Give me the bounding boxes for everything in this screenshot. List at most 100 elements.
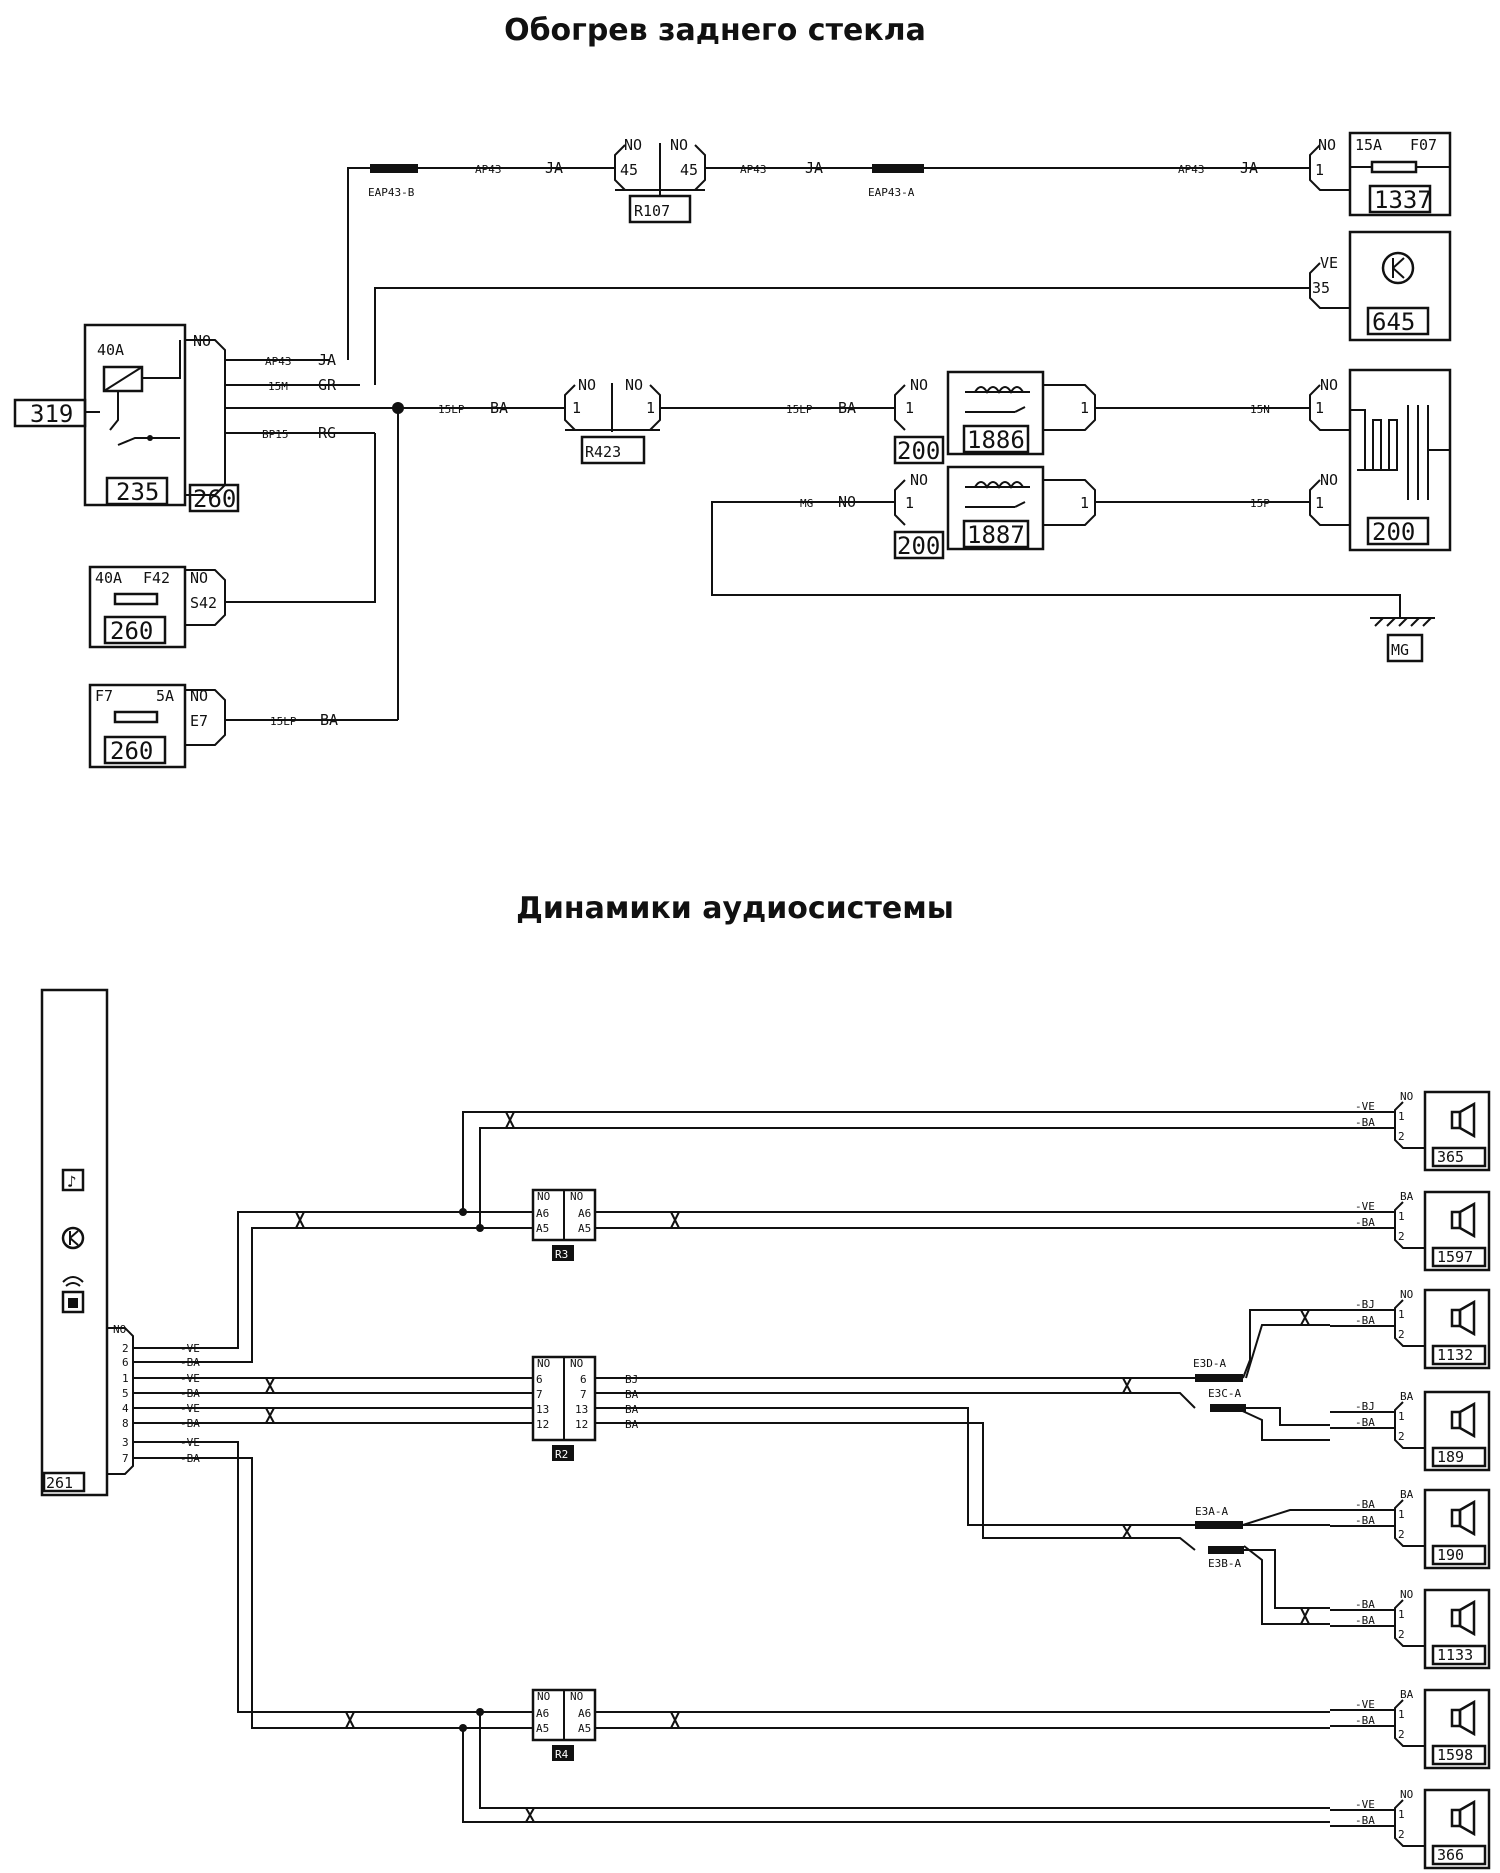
relay-1887: NO 1 1887 1 200 (893, 465, 1096, 560)
svg-text:MG: MG (800, 497, 813, 510)
speaker-tag: BA (1400, 1190, 1414, 1203)
connector-r107: NO NO 45 45 R107 (614, 136, 706, 224)
splice-eap43-b (370, 164, 418, 173)
svg-text:1: 1 (1398, 1808, 1405, 1821)
svg-text:13: 13 (575, 1403, 588, 1416)
label-261: 261 (46, 1474, 73, 1492)
svg-text:NO: NO (625, 376, 643, 394)
svg-text:2: 2 (1398, 1430, 1405, 1443)
twisted-pair-marker (1300, 1607, 1310, 1625)
wire-15m: 15M (268, 380, 288, 393)
svg-text:NO: NO (190, 687, 208, 705)
speaker-wire-1: -BA (1355, 1598, 1375, 1611)
label-1887: 1887 (967, 521, 1025, 549)
speaker-label: 190 (1437, 1546, 1464, 1564)
speaker-label: 189 (1437, 1448, 1464, 1466)
svg-text:A6: A6 (578, 1707, 591, 1720)
speaker-icon (1450, 1599, 1476, 1637)
speaker-wire-2: -BA (1355, 1514, 1375, 1527)
speaker-icon (1450, 1101, 1476, 1139)
fuse-box-1337: NO 1 15A F07 1337 (1309, 131, 1452, 217)
svg-text:1: 1 (905, 399, 914, 417)
wire-ap43-260: AP43 (265, 355, 292, 368)
connector-r2: NO NO 6 7 13 12 6 7 13 12 R2 (531, 1355, 597, 1461)
svg-text:NO: NO (624, 136, 642, 154)
svg-text:NO: NO (570, 1190, 583, 1203)
speaker-icon (1450, 1699, 1476, 1737)
heating-title: Обогрев заднего стекла (504, 13, 926, 48)
svg-text:NO: NO (570, 1357, 583, 1370)
speaker-tag: NO (1400, 1090, 1413, 1103)
head-pin-6: 6 (122, 1356, 129, 1369)
speaker-icon (1450, 1799, 1476, 1837)
svg-text:2: 2 (1398, 1628, 1405, 1641)
svg-text:5A: 5A (156, 687, 174, 705)
twisted-pair-marker (1300, 1309, 1310, 1326)
svg-text:12: 12 (536, 1418, 549, 1431)
svg-text:1: 1 (905, 494, 914, 512)
svg-text:15A: 15A (1355, 136, 1382, 154)
svg-text:AP43: AP43 (740, 163, 767, 176)
svg-text:1: 1 (1398, 1608, 1405, 1621)
svg-text:2: 2 (1398, 1130, 1405, 1143)
speaker-wire-2: -BA (1355, 1216, 1375, 1229)
head-pin-8: 8 (122, 1417, 129, 1430)
speaker-wire-1: -VE (1355, 1798, 1375, 1811)
speaker-tag: NO (1400, 1588, 1413, 1601)
svg-text:NO: NO (537, 1190, 550, 1203)
head-unit-261: ♪ 261 (40, 988, 109, 1497)
speaker-icon (1450, 1401, 1476, 1439)
svg-text:NO: NO (537, 1357, 550, 1370)
speaker-icon (1450, 1201, 1476, 1239)
connector-260: NO 260 (185, 332, 240, 513)
svg-text:1: 1 (1398, 1508, 1405, 1521)
head-pin-wire: -VE (180, 1402, 200, 1415)
label-1337: 1337 (1374, 186, 1432, 214)
svg-text:15LP: 15LP (786, 403, 813, 416)
fuse-box-f42: 40A F42 260 NO S42 (88, 433, 376, 649)
label-r2: R2 (555, 1448, 568, 1461)
speaker-label: 1597 (1437, 1248, 1473, 1266)
svg-text:NO: NO (838, 493, 856, 511)
svg-text:A6: A6 (578, 1207, 591, 1220)
ground-icon: MG (1370, 617, 1435, 663)
label-319: 319 (30, 400, 73, 428)
splice-e3b-a (1208, 1546, 1244, 1554)
svg-text:BA: BA (625, 1388, 639, 1401)
twisted-pair-marker (265, 1377, 275, 1394)
svg-text:1: 1 (1080, 494, 1089, 512)
head-pin-2: 2 (122, 1342, 129, 1355)
label-200a: 200 (897, 437, 940, 465)
svg-text:45: 45 (620, 161, 638, 179)
svg-text:35: 35 (1312, 279, 1330, 297)
fuse-icon (113, 710, 159, 724)
svg-text:NO: NO (1320, 471, 1338, 489)
svg-text:A5: A5 (578, 1222, 591, 1235)
svg-text:NO: NO (578, 376, 596, 394)
speaker-icon (1450, 1299, 1476, 1337)
twisted-pair-marker (670, 1711, 680, 1729)
speaker-tag: BA (1400, 1688, 1414, 1701)
speaker-label: 366 (1437, 1846, 1464, 1864)
twisted-pair-marker (265, 1407, 275, 1424)
twisted-pair-marker (345, 1711, 355, 1729)
svg-text:A6: A6 (536, 1707, 549, 1720)
twisted-pair-marker (295, 1211, 305, 1229)
svg-text:F42: F42 (143, 569, 170, 587)
svg-text:15LP: 15LP (270, 715, 297, 728)
svg-text:VE: VE (1320, 254, 1338, 272)
svg-text:E3D-A: E3D-A (1193, 1357, 1226, 1370)
head-pin-wire: -BA (180, 1452, 200, 1465)
component-319: 319 (13, 398, 100, 428)
svg-text:NO: NO (910, 471, 928, 489)
audio-title: Динамики аудиосистемы (516, 891, 954, 926)
wire-ap43-a: AP43 (475, 163, 502, 176)
speaker-label: 365 (1437, 1148, 1464, 1166)
svg-text:♪: ♪ (67, 1172, 77, 1191)
head-unit-no-label: NO (113, 1323, 126, 1336)
head-pin-wire: -BA (180, 1387, 200, 1400)
svg-text:E3A-A: E3A-A (1195, 1505, 1228, 1518)
speaker-wire-1: -VE (1355, 1100, 1375, 1113)
